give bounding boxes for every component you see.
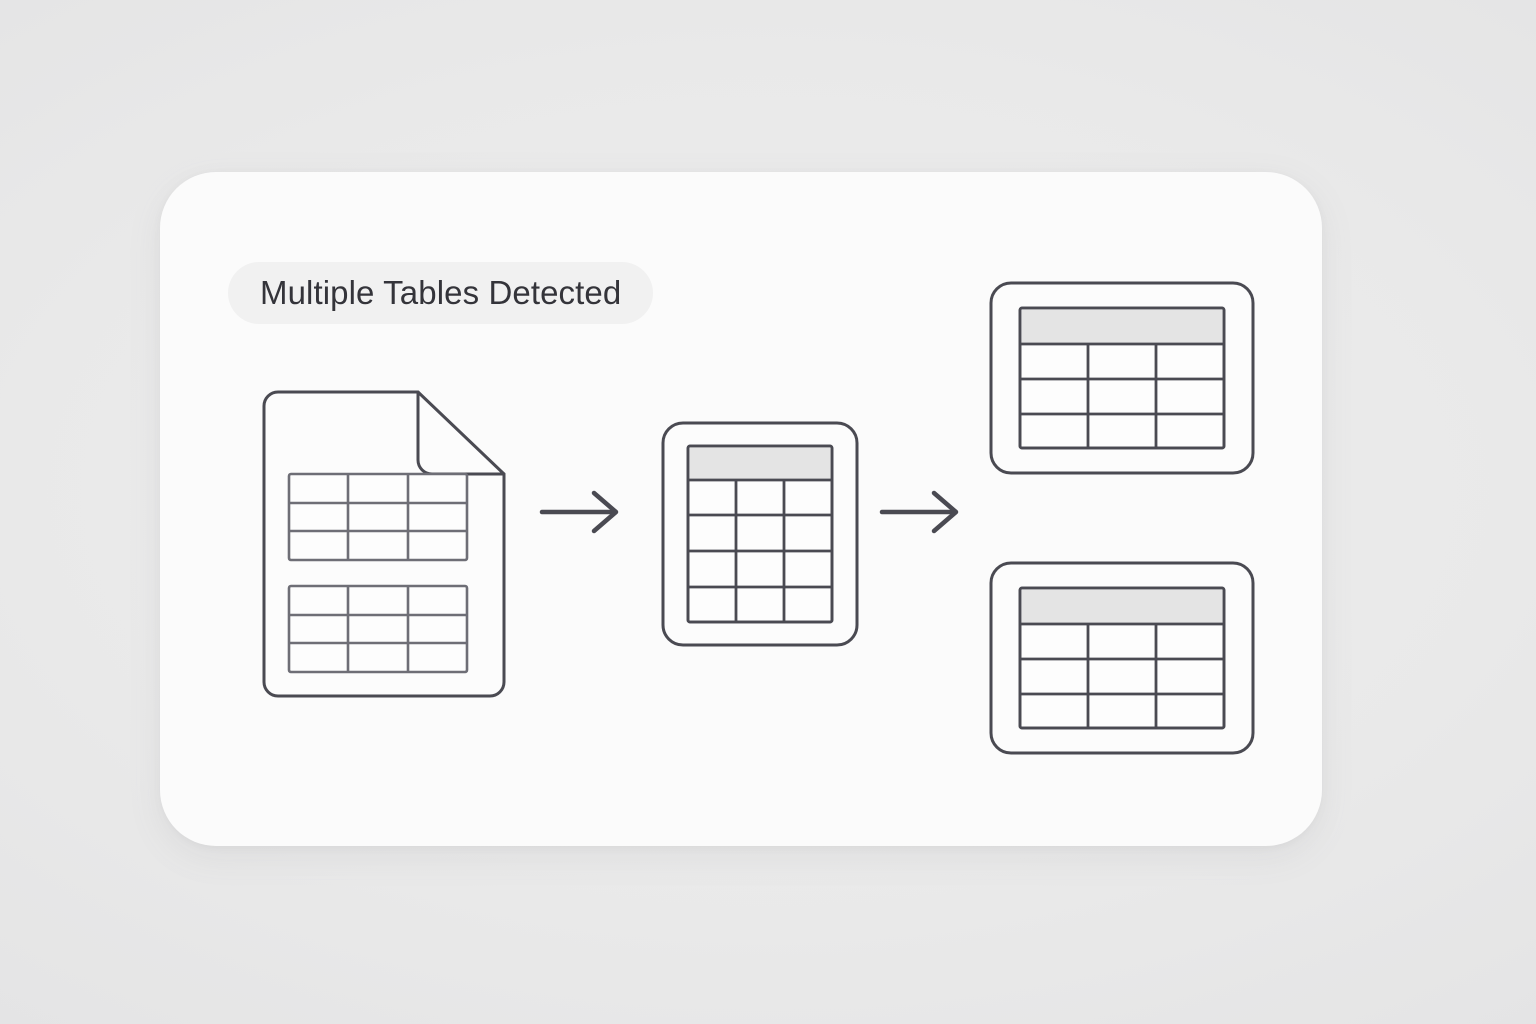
status-badge-label: Multiple Tables Detected	[260, 274, 622, 311]
extracted-table-2-node[interactable]	[988, 560, 1256, 756]
processor-table	[686, 444, 834, 624]
document-icon	[262, 390, 506, 698]
detected-table-card-icon	[661, 421, 859, 647]
extracted-table-card-icon	[989, 281, 1255, 475]
detection-processor-node[interactable]	[660, 420, 860, 648]
extracted-table-card-icon	[989, 561, 1255, 755]
status-badge: Multiple Tables Detected	[228, 262, 654, 324]
source-document-node[interactable]	[250, 390, 506, 700]
arrow-processor-to-outputs	[878, 490, 966, 534]
arrow-right-icon	[879, 490, 959, 534]
document-table-2	[287, 584, 469, 674]
output-table-2	[1018, 586, 1226, 730]
arrow-right-icon	[539, 490, 619, 534]
output-table-1	[1018, 306, 1226, 450]
document-table-1	[287, 472, 469, 562]
extracted-table-1-node[interactable]	[988, 280, 1256, 476]
arrow-document-to-processor	[538, 490, 626, 534]
diagram-panel: Multiple Tables Detected	[160, 172, 1322, 846]
